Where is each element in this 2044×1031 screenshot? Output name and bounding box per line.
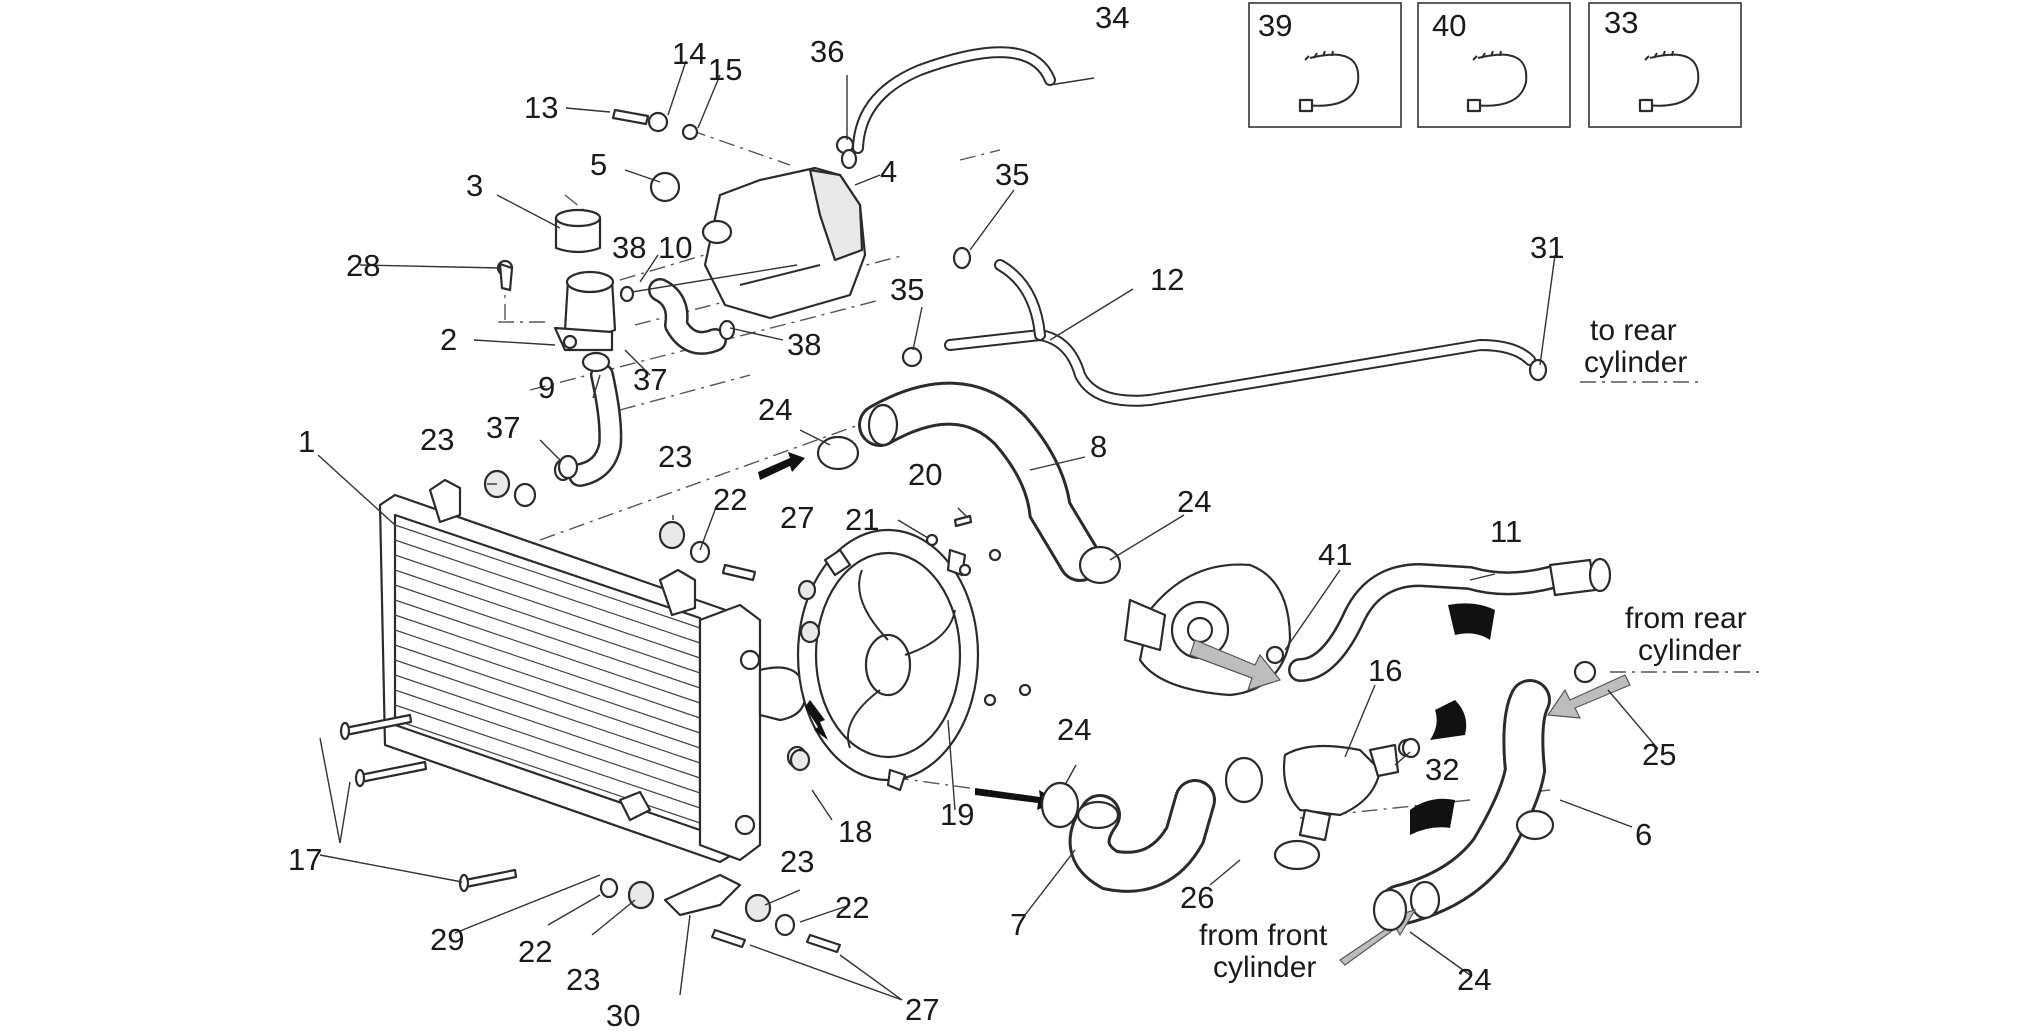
callout-22-upper: 22	[713, 482, 747, 517]
flow-arrows	[758, 452, 1495, 835]
callout-20: 20	[908, 457, 942, 492]
inset-box-39: 39	[1248, 2, 1402, 128]
callout-27-lower: 27	[905, 992, 939, 1027]
callout-23-lower-right: 23	[780, 844, 814, 879]
callout-4: 4	[880, 154, 897, 189]
callout-39: 39	[1258, 8, 1292, 43]
callout-23-upper: 23	[658, 439, 692, 474]
leader-lines	[317, 60, 1659, 1001]
small-parts	[339, 108, 1597, 954]
callout-1: 1	[298, 424, 315, 459]
note-from-rear-line1: from rear	[1625, 602, 1747, 635]
callout-34: 34	[1095, 0, 1129, 35]
callout-29: 29	[430, 922, 464, 957]
inset-box-33: 33	[1588, 2, 1742, 128]
callout-40: 40	[1432, 8, 1466, 43]
callout-30: 30	[606, 998, 640, 1031]
callout-28: 28	[346, 248, 380, 283]
radiator-fins	[394, 524, 701, 824]
callout-37-upper: 37	[633, 362, 667, 397]
callout-22-lower-left: 22	[518, 934, 552, 969]
callout-37-left: 37	[486, 410, 520, 445]
callout-3: 3	[466, 168, 483, 203]
callout-23-lower-left: 23	[566, 962, 600, 997]
callout-32: 32	[1425, 752, 1459, 787]
callout-24-fan: 24	[1057, 712, 1091, 747]
note-to-rear-line1: to rear	[1590, 314, 1677, 347]
hose-6	[1379, 679, 1555, 926]
callout-35-top: 35	[995, 157, 1029, 192]
hose-11	[1288, 557, 1612, 682]
callout-26: 26	[1180, 880, 1214, 915]
callout-24-bottom: 24	[1457, 962, 1491, 997]
callout-17: 17	[288, 842, 322, 877]
callout-11: 11	[1490, 514, 1522, 549]
callout-38-upper: 38	[612, 230, 646, 265]
thermostat	[1282, 738, 1417, 842]
callout-33: 33	[1604, 5, 1638, 40]
callout-24-pump: 24	[1177, 484, 1211, 519]
note-from-rear-line2: cylinder	[1638, 634, 1741, 667]
callout-27-upper: 27	[780, 500, 814, 535]
overflow-hose-34	[852, 46, 1056, 154]
callout-19: 19	[940, 797, 974, 832]
callout-24-top: 24	[758, 392, 792, 427]
direction-notes: to rear cylinder from rear cylinder from…	[1199, 314, 1747, 984]
callout-36: 36	[810, 34, 844, 69]
callout-31: 31	[1530, 230, 1564, 265]
callout-12: 12	[1150, 262, 1184, 297]
expansion-tank	[701, 135, 867, 320]
pipe-12	[944, 259, 1536, 407]
note-from-front-line2: cylinder	[1213, 951, 1316, 984]
callout-15: 15	[708, 52, 742, 87]
cooling-fan	[796, 528, 980, 792]
callout-9: 9	[538, 370, 555, 405]
callout-38-lower: 38	[787, 327, 821, 362]
callout-7: 7	[1010, 907, 1027, 942]
callout-25: 25	[1642, 737, 1676, 772]
assembly-lines	[498, 129, 1760, 819]
callout-5: 5	[590, 147, 607, 182]
callout-13: 13	[524, 90, 558, 125]
callout-35-mid: 35	[890, 272, 924, 307]
callout-41: 41	[1318, 537, 1352, 572]
water-pump	[1123, 563, 1292, 697]
callout-14: 14	[672, 36, 706, 71]
callout-2: 2	[440, 322, 457, 357]
hose-8	[858, 381, 1102, 582]
note-to-rear-line2: cylinder	[1584, 346, 1687, 379]
callouts: 1 2 3 4 5 6 7 8 9 10 11 12 13 14 15 16 1…	[288, 0, 1676, 1031]
callout-10: 10	[658, 230, 692, 265]
filler-neck	[496, 208, 617, 352]
callout-18: 18	[838, 814, 872, 849]
hose-7	[1068, 779, 1216, 893]
small-hoses	[568, 278, 727, 487]
callout-6: 6	[1635, 817, 1652, 852]
callout-23-upper-left: 23	[420, 422, 454, 457]
callout-21: 21	[845, 502, 879, 537]
callout-16: 16	[1368, 653, 1402, 688]
callout-22-lower-right: 22	[835, 890, 869, 925]
radiator	[378, 478, 807, 864]
inset-box-40: 40	[1417, 2, 1571, 128]
note-from-front-line1: from front	[1199, 919, 1328, 952]
callout-8: 8	[1090, 429, 1107, 464]
